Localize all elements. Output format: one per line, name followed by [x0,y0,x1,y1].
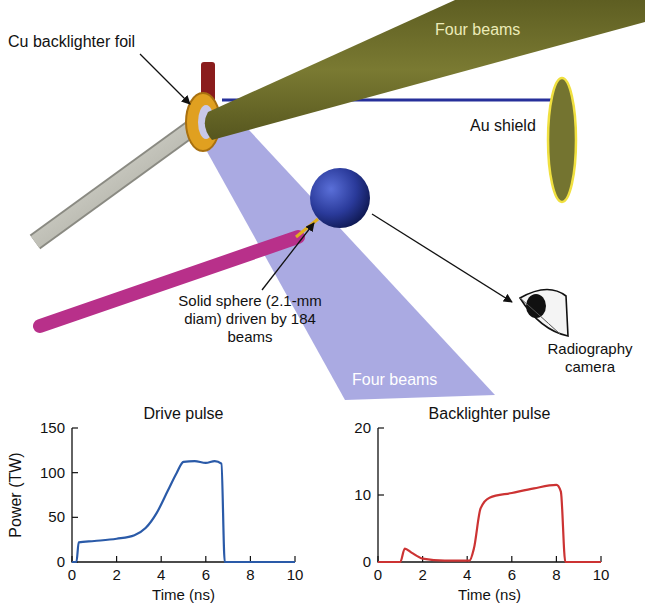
part-label: Solid sphere (2.1-mm diam) driven by 184… [170,292,330,346]
part-label: Au shield [470,116,536,135]
chart-axes [72,428,295,562]
tick-label: 10 [287,566,304,584]
axis-line [378,428,601,562]
leader-arrow [140,54,190,104]
tick-label: 20 [354,419,371,437]
eye-icon [520,289,568,336]
part-label: Cu backlighter foil [8,32,135,51]
eye-lid [520,298,560,334]
stalk [296,219,318,237]
tick-mark [161,556,162,562]
part-label: Radiography camera [540,340,640,376]
tick-mark [72,472,78,473]
tick-label: 4 [463,566,471,584]
tick-mark [378,494,384,495]
tick-label: 6 [508,566,516,584]
tick-label: 2 [112,566,120,584]
laser-beam [205,0,645,140]
tick-label: 150 [40,419,65,437]
axis-title: Time (ns) [152,586,215,604]
tick-label: 8 [246,566,254,584]
tick-mark [72,427,78,428]
chart-title: Backlighter pulse [429,404,551,423]
tick-mark [205,556,206,562]
au-shield [548,78,576,202]
tick-label: 8 [552,566,560,584]
chart-axes [378,428,601,562]
tick-label: 4 [157,566,165,584]
target-rod [35,128,192,242]
beam-label: Four beams [435,20,520,39]
tick-label: 10 [593,566,610,584]
tick-label: 50 [48,508,65,526]
tick-mark [116,556,117,562]
view-arrow [372,214,512,302]
tick-mark [378,427,384,428]
axis-line [72,428,295,562]
axis-title: Power (TW) [6,452,25,537]
tick-label: 0 [57,553,65,571]
chart-title: Drive pulse [143,404,223,423]
tick-label: 6 [202,566,210,584]
beam-label: Four beams [352,370,437,389]
tick-label: 0 [68,566,76,584]
tick-label: 10 [354,486,371,504]
drive-pulse-curve [72,461,295,562]
tick-label: 100 [40,464,65,482]
tick-mark [511,556,512,562]
target-rod [35,128,192,242]
target-sphere [310,168,370,228]
tick-label: 2 [418,566,426,584]
tick-label: 0 [363,553,371,571]
backlighter-pulse-curve [378,485,601,562]
axis-title: Time (ns) [458,586,521,604]
tick-mark [72,517,78,518]
leader-arrow [262,223,314,290]
tick-mark [556,556,557,562]
tick-label: 0 [374,566,382,584]
